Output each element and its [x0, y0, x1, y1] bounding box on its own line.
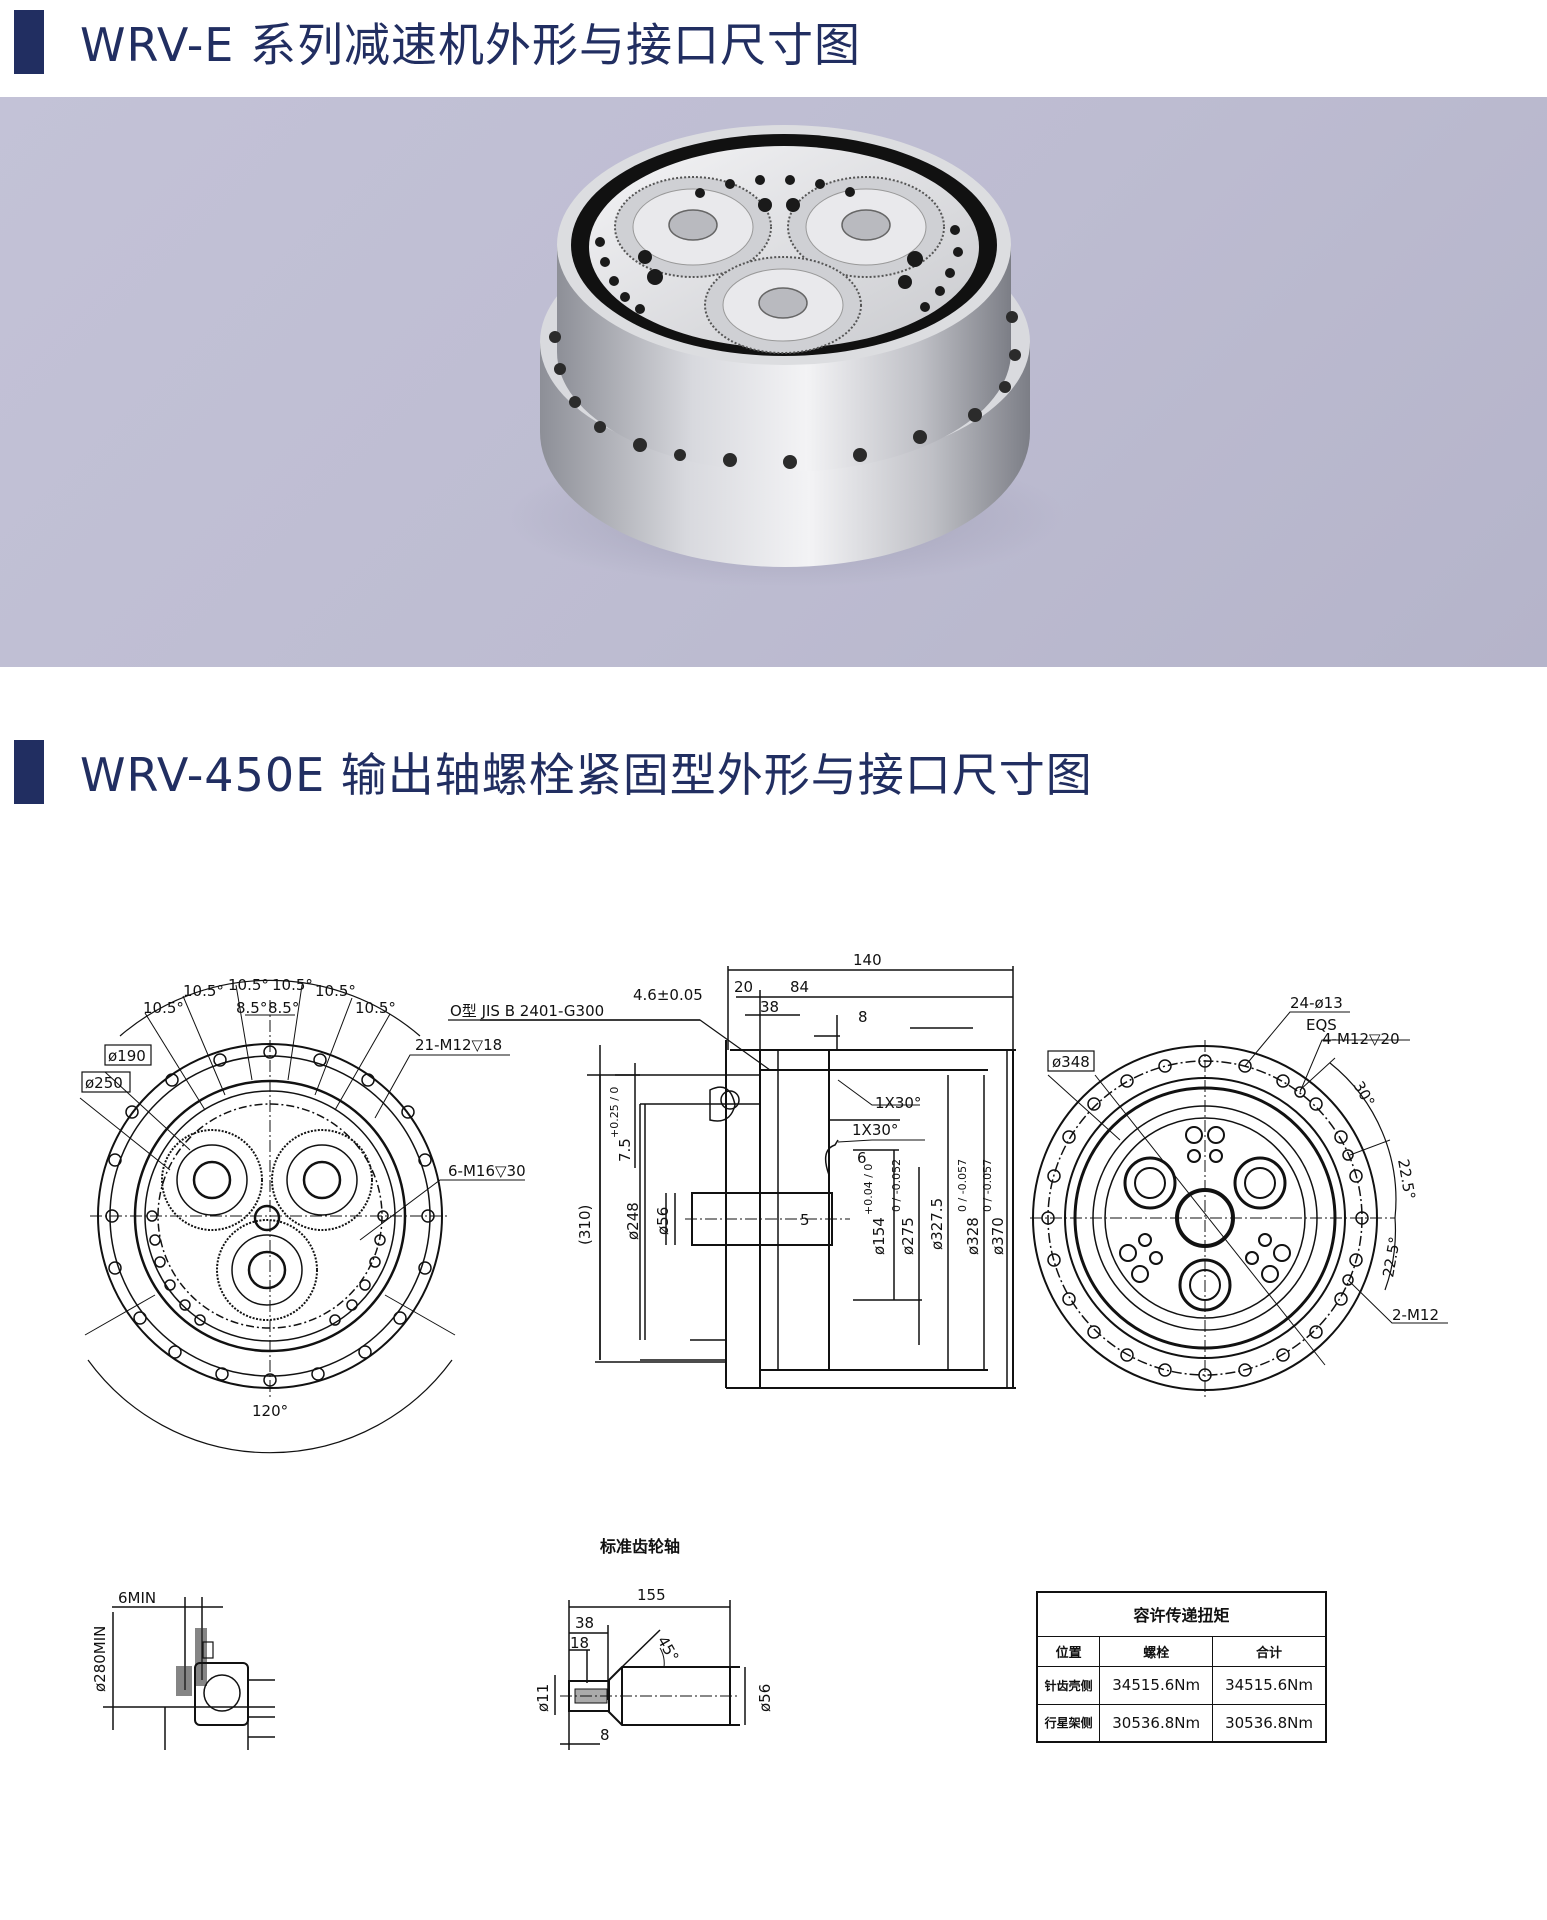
table-row: 行星架侧 30536.8Nm 30536.8Nm	[1036, 1703, 1327, 1743]
torque-table-header: 位置 螺栓 合计	[1036, 1635, 1327, 1667]
svg-text:(310): (310)	[576, 1205, 594, 1245]
svg-text:10.5°: 10.5°	[143, 999, 184, 1017]
svg-text:21-M12▽18: 21-M12▽18	[415, 1036, 502, 1054]
header-total: 合计	[1212, 1635, 1327, 1667]
svg-text:ø11: ø11	[534, 1684, 552, 1712]
svg-text:6-M16▽30: 6-M16▽30	[448, 1162, 526, 1180]
section-title-text: WRV-E 系列减速机外形与接口尺寸图	[80, 18, 861, 72]
row-bolt: 34515.6Nm	[1099, 1665, 1214, 1705]
svg-text:10.5°: 10.5°	[228, 976, 269, 994]
svg-text:ø327.5: ø327.5	[928, 1198, 946, 1250]
svg-text:ø56: ø56	[654, 1207, 672, 1235]
product-render	[0, 97, 1547, 667]
svg-text:18: 18	[570, 1634, 589, 1652]
row-total: 34515.6Nm	[1212, 1665, 1327, 1705]
svg-text:120°: 120°	[252, 1402, 288, 1420]
svg-text:EQS: EQS	[1306, 1016, 1337, 1034]
svg-text:22.5°: 22.5°	[1394, 1158, 1419, 1201]
torque-table: 容许传递扭矩 位置 螺栓 合计 针齿壳侧 34515.6Nm 34515.6Nm…	[1036, 1591, 1327, 1743]
svg-text:0 / -0.057: 0 / -0.057	[956, 1159, 969, 1212]
gear-shaft-caption: 标准齿轮轴	[600, 1537, 681, 1556]
svg-text:45°: 45°	[654, 1633, 683, 1665]
svg-text:ø250: ø250	[85, 1074, 123, 1092]
svg-text:ø328: ø328	[964, 1217, 982, 1255]
svg-text:24-ø13: 24-ø13	[1290, 994, 1343, 1012]
table-row: 针齿壳侧 34515.6Nm 34515.6Nm	[1036, 1665, 1327, 1705]
detail-view-seal: 6MIN ø280MIN	[91, 1589, 275, 1750]
svg-text:155: 155	[637, 1586, 666, 1604]
torque-table-title: 容许传递扭矩	[1036, 1591, 1327, 1637]
svg-text:38: 38	[575, 1614, 594, 1632]
header-position: 位置	[1036, 1635, 1101, 1667]
svg-text:8.5°: 8.5°	[236, 999, 267, 1017]
svg-text:1X30°: 1X30°	[875, 1094, 921, 1112]
svg-text:7.5: 7.5	[616, 1138, 634, 1162]
svg-text:140: 140	[853, 951, 882, 969]
svg-text:0 / -0.057: 0 / -0.057	[981, 1159, 994, 1212]
svg-text:1X30°: 1X30°	[852, 1121, 898, 1139]
svg-text:10.5°: 10.5°	[183, 982, 224, 1000]
svg-text:4-M12▽20: 4-M12▽20	[1322, 1030, 1400, 1048]
svg-text:ø348: ø348	[1052, 1053, 1090, 1071]
svg-text:22.5°: 22.5°	[1379, 1235, 1404, 1278]
reducer-render-illustration	[505, 125, 1065, 587]
svg-text:ø154: ø154	[870, 1217, 888, 1255]
row-position: 针齿壳侧	[1036, 1665, 1101, 1705]
header-bolt: 螺栓	[1099, 1635, 1214, 1667]
svg-text:30°: 30°	[1350, 1078, 1379, 1110]
section-title-series: WRV-E 系列减速机外形与接口尺寸图	[14, 10, 861, 74]
row-bolt: 30536.8Nm	[1099, 1703, 1214, 1743]
svg-text:8: 8	[858, 1008, 868, 1026]
svg-text:+0.25 / 0: +0.25 / 0	[608, 1087, 621, 1138]
svg-text:ø280MIN: ø280MIN	[91, 1626, 109, 1692]
svg-text:20: 20	[734, 978, 753, 996]
svg-text:5: 5	[800, 1211, 810, 1229]
row-total: 30536.8Nm	[1212, 1703, 1327, 1743]
svg-text:ø248: ø248	[624, 1202, 642, 1240]
svg-text:ø56: ø56	[756, 1684, 774, 1712]
gear-shaft-drawing: 155 38 18 8 45° ø11 ø56	[534, 1586, 774, 1750]
title-accent-bar	[14, 740, 44, 804]
svg-text:38: 38	[760, 998, 779, 1016]
svg-text:6: 6	[857, 1149, 867, 1167]
svg-text:8.5°: 8.5°	[268, 999, 299, 1017]
svg-text:10.5°: 10.5°	[315, 982, 356, 1000]
title-accent-bar	[14, 10, 44, 74]
section-title-text: WRV-450E 输出轴螺栓紧固型外形与接口尺寸图	[80, 748, 1093, 802]
svg-text:10.5°: 10.5°	[272, 976, 313, 994]
svg-text:O型 JIS B 2401-G300: O型 JIS B 2401-G300	[450, 1002, 604, 1020]
svg-text:84: 84	[790, 978, 809, 996]
side-view-section: 140 20 84 38 8 4.6±0.05 O型 JIS B 2401-G3…	[448, 951, 1016, 1389]
svg-text:2-M12: 2-M12	[1392, 1306, 1439, 1324]
svg-text:ø275: ø275	[899, 1217, 917, 1255]
front-view-output-side: ø348 24-ø13 EQS 4-M12▽20 30° 22.5° 22.5°…	[1030, 994, 1448, 1400]
svg-text:+0.04 / 0: +0.04 / 0	[862, 1164, 875, 1215]
svg-text:0 / -0.052: 0 / -0.052	[890, 1159, 903, 1212]
svg-text:8: 8	[600, 1726, 610, 1744]
section-title-model: WRV-450E 输出轴螺栓紧固型外形与接口尺寸图	[14, 740, 1093, 804]
svg-text:10.5°: 10.5°	[355, 999, 396, 1017]
row-position: 行星架侧	[1036, 1703, 1101, 1743]
svg-text:4.6±0.05: 4.6±0.05	[633, 986, 703, 1004]
svg-text:ø190: ø190	[108, 1047, 146, 1065]
svg-text:ø370: ø370	[989, 1217, 1007, 1255]
svg-text:6MIN: 6MIN	[118, 1589, 156, 1607]
front-view-input-side: 10.5° 10.5° 10.5° 10.5° 10.5° 10.5° 8.5°…	[79, 976, 526, 1454]
